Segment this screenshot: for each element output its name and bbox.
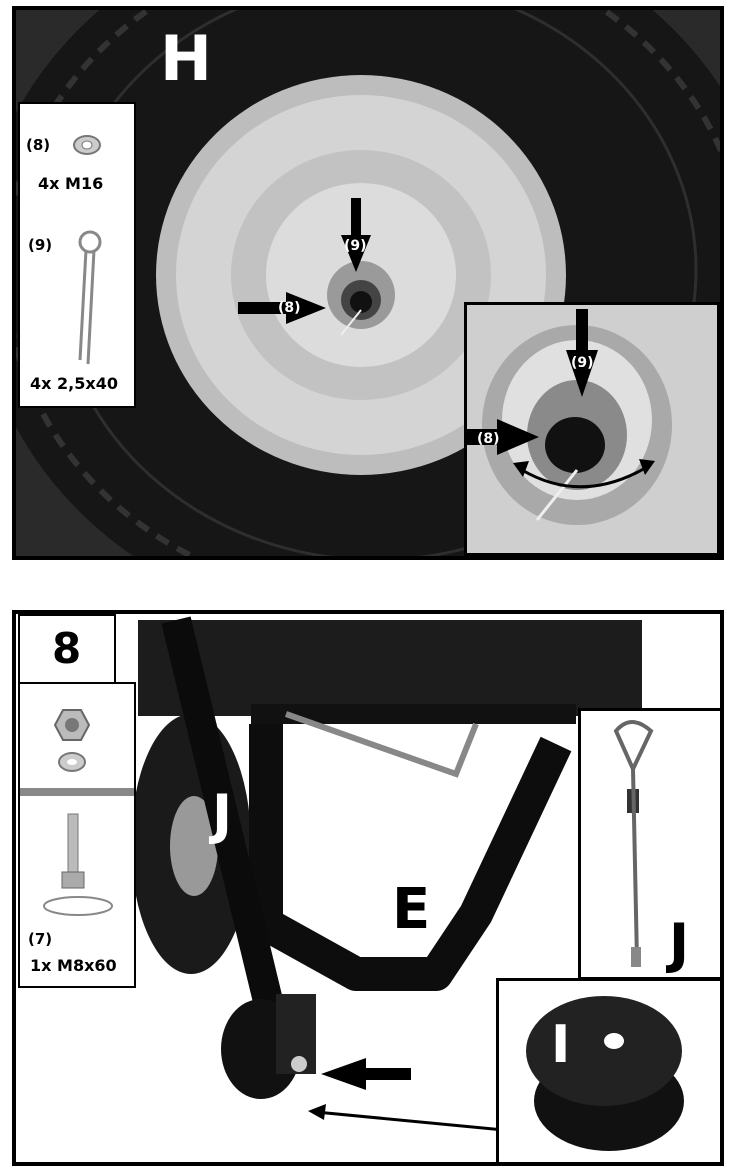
rod-inset: J	[578, 708, 720, 980]
step-8-panel: J E (7) 8 (7) 1x M8x60	[12, 610, 724, 1166]
nut-icon	[54, 709, 90, 741]
inset-detail: (9) (8)	[464, 302, 720, 556]
end-cap-icon	[526, 996, 684, 1151]
step-h-panel: (9) (8) H (8) 4x M16 (9) 4x 2,5x40	[12, 6, 724, 560]
part-ref: (8)	[26, 136, 51, 154]
arrow-label-bolt: (7)	[342, 1065, 367, 1083]
part-qty: 4x M16	[38, 174, 104, 193]
inset-label-washer: (8)	[477, 431, 500, 447]
cotter-pin-icon	[78, 230, 102, 365]
inset-photo	[467, 305, 717, 553]
handle-label: J	[212, 783, 233, 846]
arrow-label-washer: (8)	[278, 300, 301, 316]
step-letter: H	[160, 22, 212, 95]
parts-box: (8) 4x M16 (9) 4x 2,5x40	[18, 102, 136, 408]
divider	[20, 788, 134, 796]
washer-icon	[58, 752, 86, 772]
arrow-label-pin: (9)	[344, 238, 367, 254]
parts-box: (7) 1x M8x60	[18, 682, 136, 988]
washer-icon	[73, 135, 101, 155]
rod-label: J	[669, 912, 690, 975]
part-ref: (7)	[28, 930, 53, 948]
rod-icon	[613, 720, 654, 967]
step-number-box: 8	[18, 614, 116, 684]
part-ref: (9)	[28, 236, 53, 254]
cap-inset: I	[496, 978, 720, 1162]
bolt-icon	[61, 813, 85, 889]
cap-label: I	[551, 1015, 571, 1075]
inset-label-pin: (9)	[571, 355, 594, 371]
part-qty: 1x M8x60	[30, 956, 117, 975]
step-number: 8	[52, 624, 82, 673]
frame-label: E	[392, 877, 431, 942]
part-qty: 4x 2,5x40	[30, 374, 118, 393]
rotate-arrow-icon	[43, 896, 113, 916]
